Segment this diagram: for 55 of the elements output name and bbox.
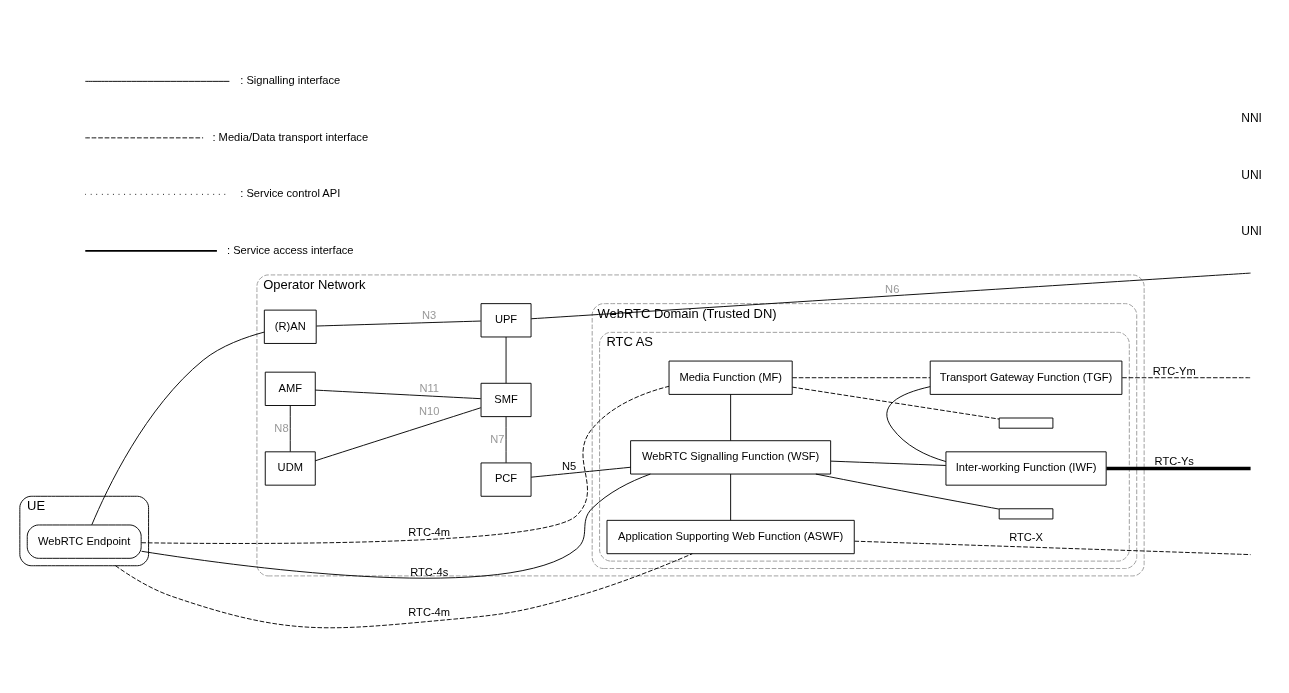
node-box: Transport Gateway Function (TGF): [929, 360, 1123, 395]
edge-label: N11: [419, 382, 439, 395]
node-box: [998, 417, 1054, 429]
edge-label: RTC-4m: [408, 606, 451, 619]
connector: [505, 416, 507, 464]
connector: [791, 377, 931, 379]
legend-label: : Media/Data transport interface: [212, 130, 369, 143]
connector: [730, 473, 732, 521]
connector: [1106, 466, 1251, 471]
connector: [141, 473, 651, 579]
connector: [314, 407, 482, 462]
node-box: WebRTC Endpoint: [26, 524, 142, 559]
node-box: UPF: [480, 303, 532, 338]
connector: [791, 386, 1000, 420]
edge-label: RTC-X: [1009, 531, 1043, 544]
node-box: Media Function (MF): [668, 360, 793, 395]
edge-label: N6: [885, 283, 900, 296]
label: NNI: [1241, 111, 1262, 126]
connector: [289, 405, 291, 453]
edge-label: N8: [274, 421, 289, 434]
connector: [815, 473, 1000, 510]
edge-label: N5: [561, 459, 577, 472]
connector: [886, 386, 947, 463]
node-box: Application Supporting Web Function (ASWF): [606, 519, 855, 555]
node-box: AMF: [264, 371, 316, 406]
node-box: SMF: [480, 382, 532, 418]
label: UNI: [1241, 224, 1262, 239]
node-box: PCF: [480, 462, 532, 497]
edge-label: N10: [418, 405, 440, 418]
legend-label: : Service access interface: [226, 243, 354, 256]
connector: [505, 336, 507, 384]
edge-label: RTC-4m: [408, 525, 451, 538]
connector: [316, 320, 482, 327]
edge-label: N3: [422, 309, 437, 322]
connector: [530, 272, 1251, 320]
connector: [140, 385, 670, 544]
connector: [530, 466, 631, 478]
connector: [730, 393, 732, 442]
node-box: WebRTC Signalling Function (WSF): [630, 440, 832, 475]
legend-label: : Service control API: [240, 187, 341, 200]
edge-label: RTC-Ym: [1152, 364, 1196, 377]
node-box: Inter-working Function (IWF): [945, 451, 1107, 486]
connector: [830, 460, 947, 466]
edge-label: RTC-4s: [410, 565, 449, 578]
legend-label: : Signalling interface: [240, 74, 341, 87]
node-box: [998, 508, 1054, 520]
connector: [314, 389, 482, 400]
label: UNI: [1241, 167, 1262, 182]
connector: [1121, 377, 1252, 379]
connector: [91, 331, 265, 526]
node-box: (R)AN: [263, 309, 317, 344]
node-box: UDM: [264, 451, 316, 486]
edge-label: N7: [490, 432, 505, 445]
edge-label: RTC-Ys: [1154, 455, 1194, 468]
connector: [854, 540, 1252, 556]
